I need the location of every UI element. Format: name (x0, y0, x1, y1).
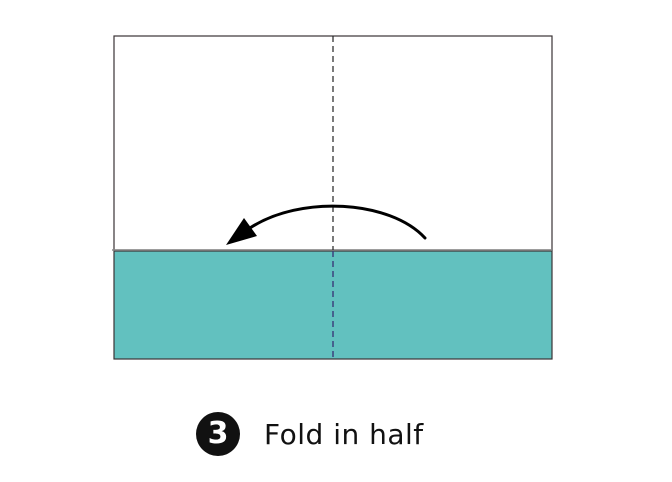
step-number-badge: 3 (196, 412, 240, 456)
step-instruction: Fold in half (264, 417, 424, 451)
arrow-head (226, 218, 257, 245)
step-caption: 3 Fold in half (196, 412, 424, 456)
curved-arrow-left-icon (248, 204, 427, 240)
